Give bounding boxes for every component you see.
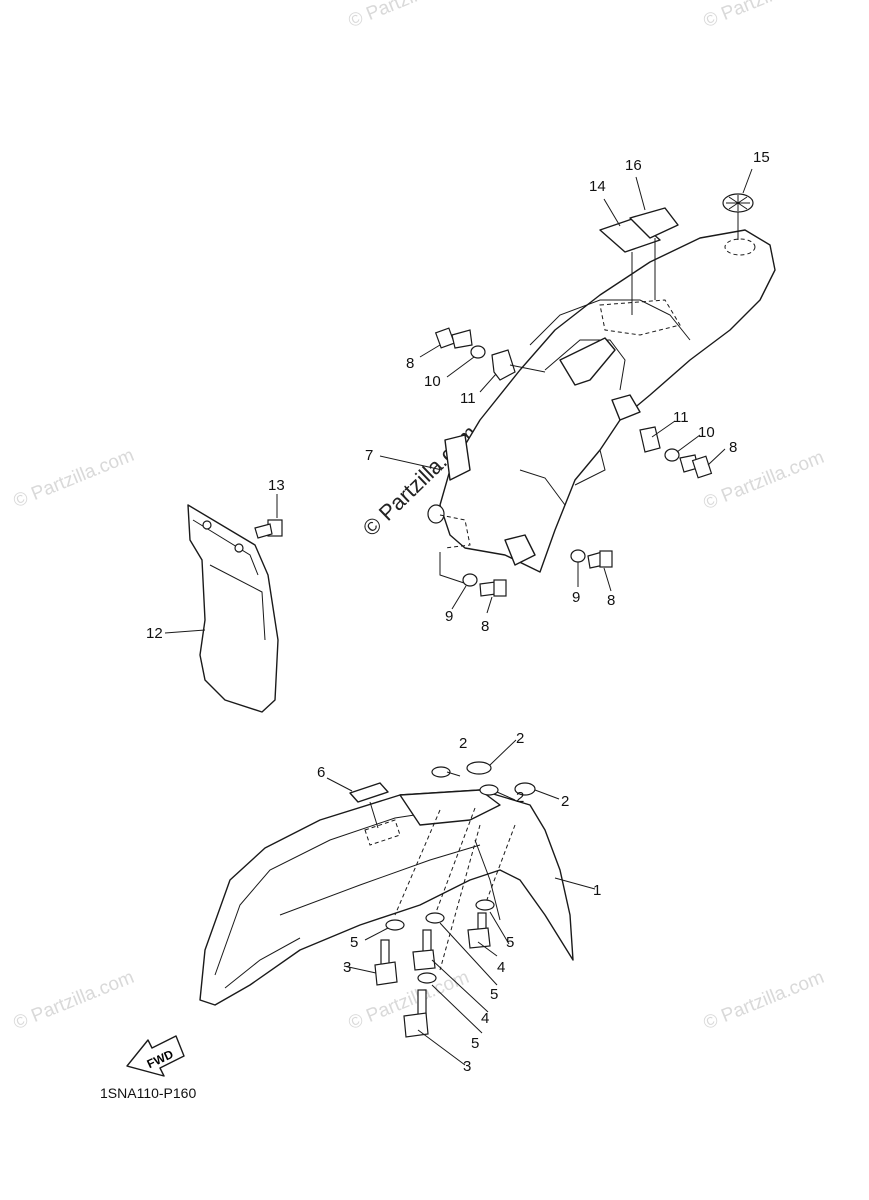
callout-10: 10 [698,424,715,441]
callout-15: 15 [753,149,770,166]
callout-12: 12 [146,625,163,642]
mud-flap [187,504,283,713]
callout-10: 10 [424,373,441,390]
callout-7: 7 [365,447,373,464]
rear-fender-right-bolts [639,426,713,479]
rear-fender-decals [599,207,679,315]
rear-fender-lower-bolts [462,549,613,597]
callout-6: 6 [317,764,325,781]
callout-5: 5 [506,934,514,951]
callout-8: 8 [481,618,489,635]
callout-9: 9 [445,608,453,625]
front-fender-decal [349,782,389,803]
callout-16: 16 [625,157,642,174]
callout-4: 4 [481,1010,489,1027]
front-fender [199,789,574,1006]
callout-9: 9 [572,589,580,606]
front-fender-hardware [374,899,495,1038]
callout-11: 11 [460,390,476,407]
callouts: 1 2 2 2 2 3 3 4 4 5 5 5 5 6 7 8 8 8 8 9 … [146,149,770,1075]
callout-2: 2 [561,793,569,810]
rear-fender-left-bolts [434,327,546,381]
fwd-arrow-icon: FWD [126,1035,185,1077]
callout-5: 5 [350,934,358,951]
callout-13: 13 [268,477,285,494]
rear-fender [427,229,776,586]
front-fender-mount-lines [394,807,516,971]
callout-8: 8 [406,355,414,372]
diagram-code: 1SNA110-P160 [100,1085,197,1101]
callout-14: 14 [589,178,606,195]
callout-4: 4 [497,959,505,976]
callout-3: 3 [463,1058,471,1075]
leader-lines [164,168,753,1066]
callout-2: 2 [459,735,467,752]
callout-3: 3 [343,959,351,976]
callout-1: 1 [593,882,601,899]
callout-2: 2 [516,730,524,747]
callout-11: 11 [673,409,689,426]
washers-top [431,761,536,796]
callout-5: 5 [490,986,498,1003]
callout-8: 8 [729,439,737,456]
callout-8: 8 [607,592,615,609]
emblem-part [722,193,754,240]
callout-2: 2 [516,789,524,806]
callout-5: 5 [471,1035,479,1052]
